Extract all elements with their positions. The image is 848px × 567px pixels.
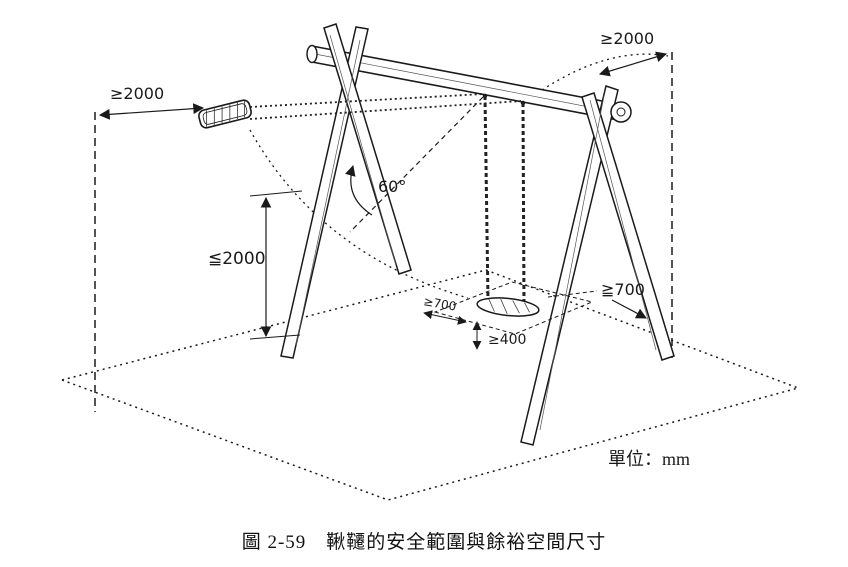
figure-caption: 圖 2-59 鞦韆的安全範圍與餘裕空間尺寸 bbox=[241, 532, 607, 553]
max-height-tick-bottom bbox=[249, 334, 301, 340]
unit-note: 單位：mm bbox=[608, 449, 690, 469]
max-height-tick-top bbox=[249, 190, 303, 197]
seat-height-label: ≥400 bbox=[488, 332, 526, 348]
extended-chain bbox=[249, 93, 484, 108]
swing-angle-label: 60° bbox=[378, 177, 406, 196]
swing-chain bbox=[483, 95, 490, 301]
swing-angle-ray bbox=[349, 96, 484, 233]
extended-chain bbox=[249, 100, 522, 120]
front-clearance-arrow bbox=[423, 310, 467, 325]
front-clearance-label: ≥700 bbox=[422, 294, 457, 314]
side-clearance-leader bbox=[547, 290, 598, 298]
leg-grain-line bbox=[329, 34, 397, 266]
side-clearance-arrow bbox=[611, 299, 647, 319]
right-rear-leg bbox=[581, 92, 675, 361]
leg-grain-line bbox=[589, 99, 657, 351]
leg-grain-line bbox=[295, 39, 361, 346]
left-clearance-arrow bbox=[98, 103, 205, 120]
beam-right-end bbox=[610, 101, 632, 123]
seat-clearance-box bbox=[433, 281, 594, 335]
right-front-leg bbox=[520, 85, 619, 446]
beam-grain-line bbox=[314, 53, 616, 113]
left-clearance-label: ≥2000 bbox=[110, 84, 164, 103]
leg-grain-line bbox=[539, 95, 605, 431]
swing-seat-extended bbox=[198, 99, 252, 129]
swing-safety-diagram: 60° ≥2000 ≥2000 ≦2000 ≥700 ≥400 ≧700 單位：… bbox=[59, 23, 801, 501]
side-clearance-label: ≧700 bbox=[601, 280, 645, 299]
beam-right-end-ring bbox=[616, 107, 626, 117]
beam-left-end bbox=[306, 44, 318, 64]
left-front-leg bbox=[280, 26, 369, 359]
max-height-label: ≦2000 bbox=[208, 249, 266, 269]
swing-chain bbox=[521, 102, 526, 306]
top-right-clearance-arrow bbox=[598, 51, 668, 77]
swing-angle-arc bbox=[345, 164, 373, 216]
swing-seat bbox=[476, 297, 540, 317]
front-swing-trajectory bbox=[249, 129, 469, 299]
left-rear-leg bbox=[323, 23, 412, 275]
top-right-clearance-label: ≥2000 bbox=[600, 29, 654, 48]
